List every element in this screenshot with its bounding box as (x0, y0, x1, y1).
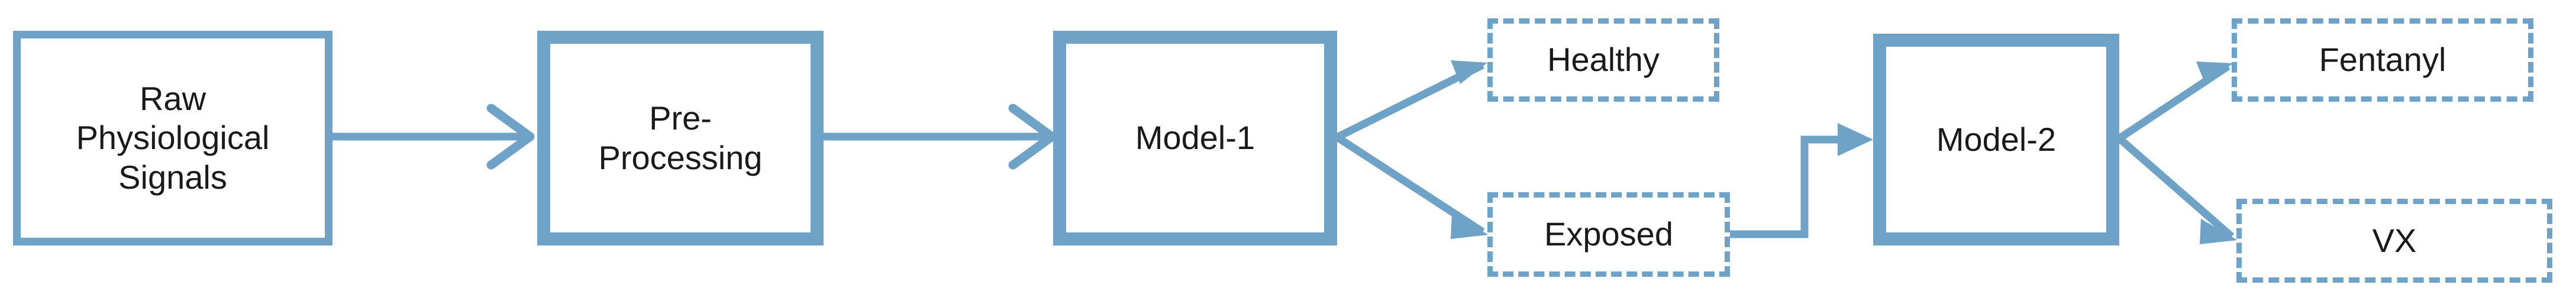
node-fentanyl[interactable]: Fentanyl (2232, 18, 2533, 102)
node-label: VX (2372, 221, 2417, 259)
node-vx[interactable]: VX (2236, 199, 2552, 283)
node-label: Pre- Processing (598, 99, 763, 176)
node-label: Fentanyl (2319, 41, 2446, 79)
edge-model2-to-fentanyl (2117, 62, 2233, 142)
node-label: Healthy (1547, 41, 1660, 79)
node-model-2[interactable]: Model-2 (1873, 34, 2119, 245)
edge-preprocessing-to-model1 (824, 104, 1057, 170)
node-label: Model-1 (1135, 119, 1255, 157)
edge-raw-to-preprocessing (333, 104, 535, 170)
node-exposed[interactable]: Exposed (1487, 192, 1730, 277)
node-pre-processing[interactable]: Pre- Processing (537, 31, 824, 245)
edge-exposed-to-model2 (1730, 123, 1873, 238)
node-model-1[interactable]: Model-1 (1053, 31, 1337, 245)
edge-model1-to-exposed (1335, 134, 1489, 239)
node-label: Exposed (1544, 215, 1673, 253)
node-label: Model-2 (1936, 120, 2057, 158)
node-label: Raw Physiological Signals (76, 80, 270, 196)
node-raw-physiological-signals[interactable]: Raw Physiological Signals (13, 31, 333, 245)
edge-model2-to-vx (2116, 135, 2238, 244)
edge-model1-to-healthy (1335, 60, 1487, 141)
node-healthy[interactable]: Healthy (1487, 18, 1719, 102)
